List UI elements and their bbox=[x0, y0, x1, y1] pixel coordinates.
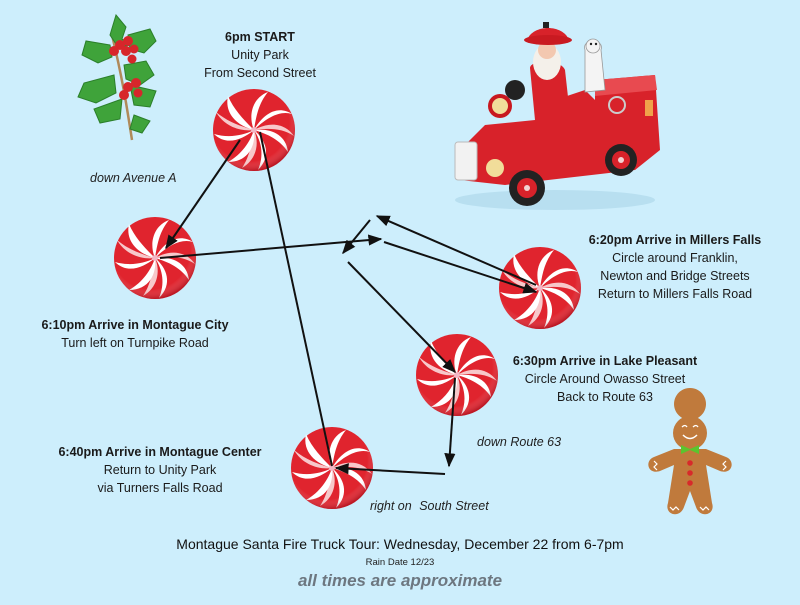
marker-montague-center bbox=[291, 427, 373, 509]
stop-start-title: 6pm START bbox=[225, 30, 295, 44]
stop-start-line-1: Unity Park bbox=[231, 48, 289, 62]
stop-montague-city-line-1: Turn left on Turnpike Road bbox=[61, 336, 209, 350]
stop-lake-pleasant-title: 6:30pm Arrive in Lake Pleasant bbox=[512, 354, 698, 368]
line-return-to-start bbox=[259, 131, 333, 467]
footer-approximate-note: all times are approximate bbox=[297, 571, 503, 590]
route-label-south-street-name: South Street bbox=[419, 499, 489, 513]
marker-start bbox=[213, 89, 295, 171]
stop-montague-center: 6:40pm Arrive in Montague Center Return … bbox=[35, 443, 285, 497]
marker-lake-pleasant bbox=[416, 334, 498, 416]
arrow-to-millers-falls bbox=[383, 241, 538, 294]
arrow-return-southwest bbox=[342, 219, 371, 255]
stop-millers-falls-title: 6:20pm Arrive in Millers Falls bbox=[588, 233, 762, 247]
stop-montague-center-line-2: via Turners Falls Road bbox=[97, 481, 223, 495]
stop-millers-falls-line-3: Return to Millers Falls Road bbox=[597, 287, 753, 301]
stop-millers-falls-line-1: Circle around Franklin, bbox=[612, 251, 738, 265]
arrow-south-street bbox=[334, 463, 446, 475]
marker-montague-city bbox=[114, 217, 196, 299]
holly-icon bbox=[77, 13, 157, 141]
santa-fire-truck-icon bbox=[454, 22, 660, 210]
route-label-south-street: right on South Street bbox=[370, 499, 489, 513]
stop-lake-pleasant-line-2: Back to Route 63 bbox=[557, 390, 653, 404]
stop-millers-falls-line-2: Newton and Bridge Streets bbox=[600, 269, 750, 283]
stop-lake-pleasant: 6:30pm Arrive in Lake Pleasant Circle Ar… bbox=[505, 352, 705, 406]
arrow-down-route-63 bbox=[444, 377, 456, 468]
route-arrows bbox=[159, 131, 538, 475]
stop-start-line-2: From Second Street bbox=[204, 66, 316, 80]
route-label-south-street-prefix: right on bbox=[370, 499, 412, 513]
stop-montague-center-title: 6:40pm Arrive in Montague Center bbox=[58, 445, 262, 459]
arrow-to-lake-pleasant bbox=[347, 261, 456, 374]
arrow-from-millers-falls bbox=[375, 215, 537, 286]
footer-rain-date: Rain Date 12/23 bbox=[365, 557, 435, 568]
footer-event-info: Montague Santa Fire Truck Tour: Wednesda… bbox=[176, 536, 624, 552]
stop-montague-city: 6:10pm Arrive in Montague City Turn left… bbox=[20, 316, 250, 352]
stop-montague-center-line-1: Return to Unity Park bbox=[103, 463, 217, 477]
arrow-start-to-montague-city bbox=[165, 139, 241, 250]
route-label-route-63: down Route 63 bbox=[477, 435, 562, 449]
stop-millers-falls: 6:20pm Arrive in Millers Falls Circle ar… bbox=[565, 231, 785, 303]
stop-lake-pleasant-line-1: Circle Around Owasso Street bbox=[524, 372, 686, 386]
gingerbread-icon bbox=[648, 388, 732, 515]
stop-start: 6pm START Unity Park From Second Street bbox=[180, 28, 340, 82]
stop-montague-city-title: 6:10pm Arrive in Montague City bbox=[41, 318, 229, 332]
route-label-avenue-a: down Avenue A bbox=[90, 171, 177, 185]
